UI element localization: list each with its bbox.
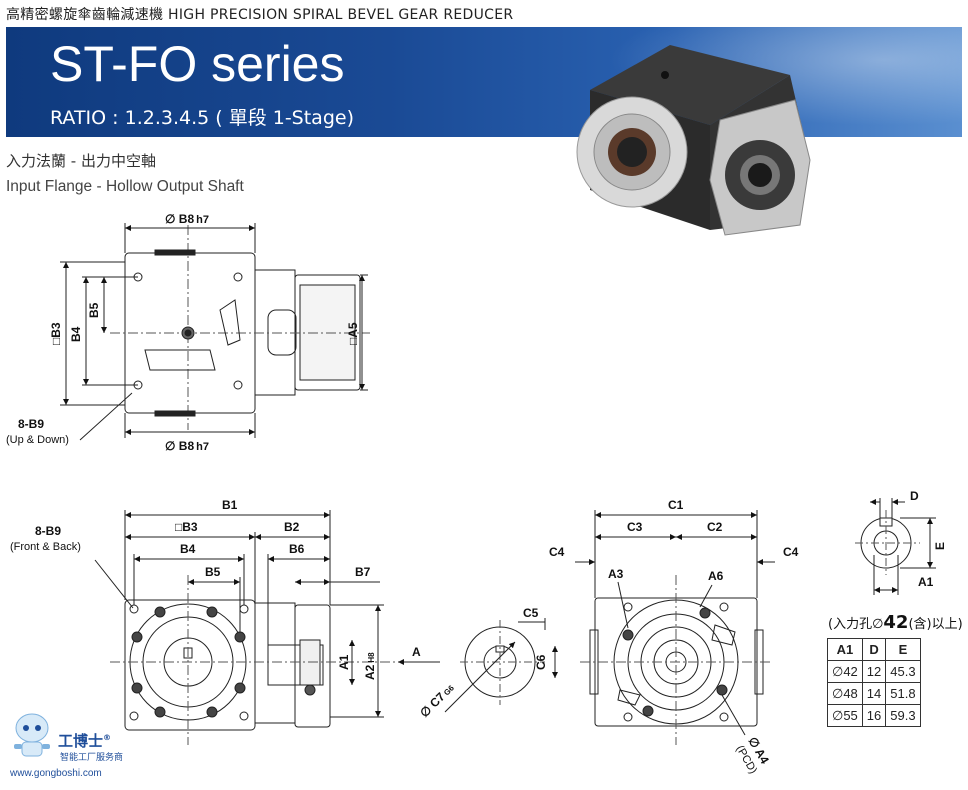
front-b4-label: B4 [180,542,196,556]
table-cell: 59.3 [885,704,921,727]
shaft-c7-label: ∅ C7G6 [417,680,457,720]
subtitle-zh: 入力法蘭 - 出力中空軸 [6,152,156,170]
side-a3-label: A3 [608,567,624,581]
front-b1-label: B1 [222,498,238,512]
side-c3-label: C3 [627,520,643,534]
ratio-text: RATIO : 1.2.3.4.5 ( 單段 1-Stage) [50,107,354,129]
series-title: ST-FO series [50,36,345,92]
table-header: E [885,638,921,661]
table-row: ∅55 16 59.3 [827,704,921,727]
table-row: ∅48 14 51.8 [827,682,921,705]
keyway-detail [855,498,936,595]
top-b3-label: □B3 [49,322,63,345]
table-cell: ∅48 [827,682,863,705]
keyway-a1-label: A1 [918,575,934,589]
side-c4-right-label: C4 [783,545,799,559]
shaft-section [444,618,558,713]
top-b4-label: B4 [69,326,83,342]
front-b7-label: B7 [355,565,371,579]
front-arrow-label: A [412,645,421,659]
table-cell: 16 [861,704,887,727]
top-b9-label: 8-B9 [18,417,44,431]
front-view [94,510,440,745]
keyway-e-label: E [933,542,947,550]
table-cell: 14 [861,682,887,705]
side-c1-label: C1 [668,498,684,512]
front-b2-label: B2 [284,520,300,534]
table-note: (入力孔∅42(含)以上) [828,612,963,633]
top-a5-label: □A5 [346,322,360,345]
table-header: D [861,638,887,661]
top-b9-note: (Up & Down) [6,434,69,446]
front-a2-label: A2H8 [363,652,377,680]
front-b6-label: B6 [289,542,305,556]
front-a1-label: A1 [337,654,351,670]
logo-name: 工博士® [58,732,112,750]
front-b3-label: □B3 [175,520,198,534]
logo-tagline: 智能工厂服务商 [60,753,124,763]
front-b9-label: 8-B9 [35,524,61,538]
subtitle-en: Input Flange - Hollow Output Shaft [6,178,244,195]
table-cell: 12 [861,660,887,683]
front-b5-label: B5 [205,565,221,579]
front-b9-note: (Front & Back) [10,541,81,553]
top-view [60,223,370,441]
top-b5-label: B5 [87,302,101,318]
shaft-c5-label: C5 [523,606,539,620]
table-cell: 45.3 [885,660,921,683]
robot-logo-icon [14,713,50,757]
keyway-d-label: D [910,489,919,503]
table-cell: ∅55 [827,704,863,727]
product-image [576,45,811,236]
table-cell: ∅42 [827,660,863,683]
keyway-table: A1 D E ∅42 12 45.3 ∅48 14 51.8 ∅55 16 59… [827,638,921,727]
table-cell: 51.8 [885,682,921,705]
table-row: ∅42 12 45.3 [827,660,921,683]
side-view [575,510,775,745]
side-c2-label: C2 [707,520,723,534]
side-c4-left-label: C4 [549,545,565,559]
table-header: A1 [827,638,863,661]
table-header-row: A1 D E [827,638,921,661]
logo-url: www.gongboshi.com [10,768,102,779]
header-top-line: 高精密螺旋傘齒輪減速機 HIGH PRECISION SPIRAL BEVEL … [6,7,514,23]
side-a6-label: A6 [708,569,724,583]
shaft-c6-label: C6 [534,654,548,670]
